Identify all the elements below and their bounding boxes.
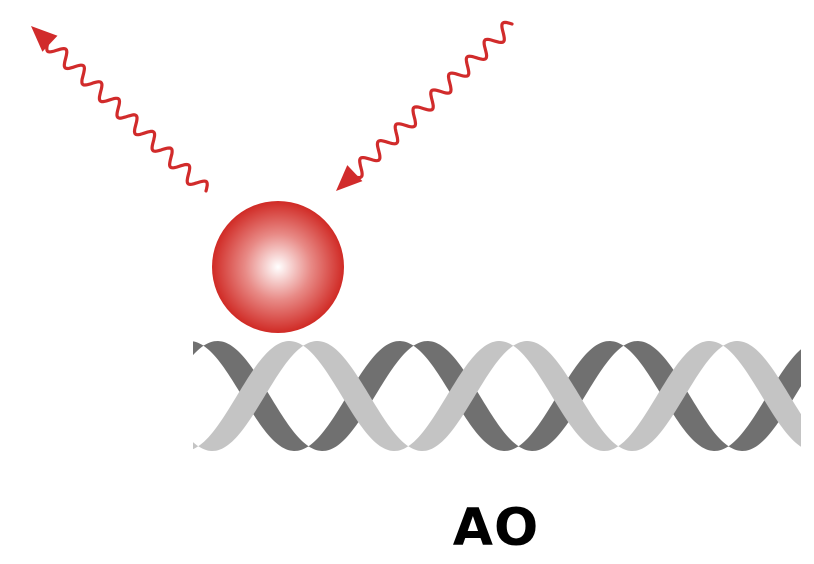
incident-arrowhead-icon xyxy=(336,165,363,191)
dna-strand-front xyxy=(193,341,801,451)
incident-wave-path xyxy=(350,20,514,180)
scattered-light-arrow xyxy=(31,26,209,193)
dna-double-helix xyxy=(193,341,801,451)
nanoparticle xyxy=(212,201,344,333)
dna-strand-dark xyxy=(193,341,801,451)
dna-strand-back xyxy=(193,341,801,451)
scattered-wave-path xyxy=(45,40,209,193)
diagram-label: AO xyxy=(452,498,540,558)
scattered-arrowhead-icon xyxy=(31,26,58,52)
dna-strand-light xyxy=(193,341,801,451)
incident-light-arrow xyxy=(336,20,514,191)
